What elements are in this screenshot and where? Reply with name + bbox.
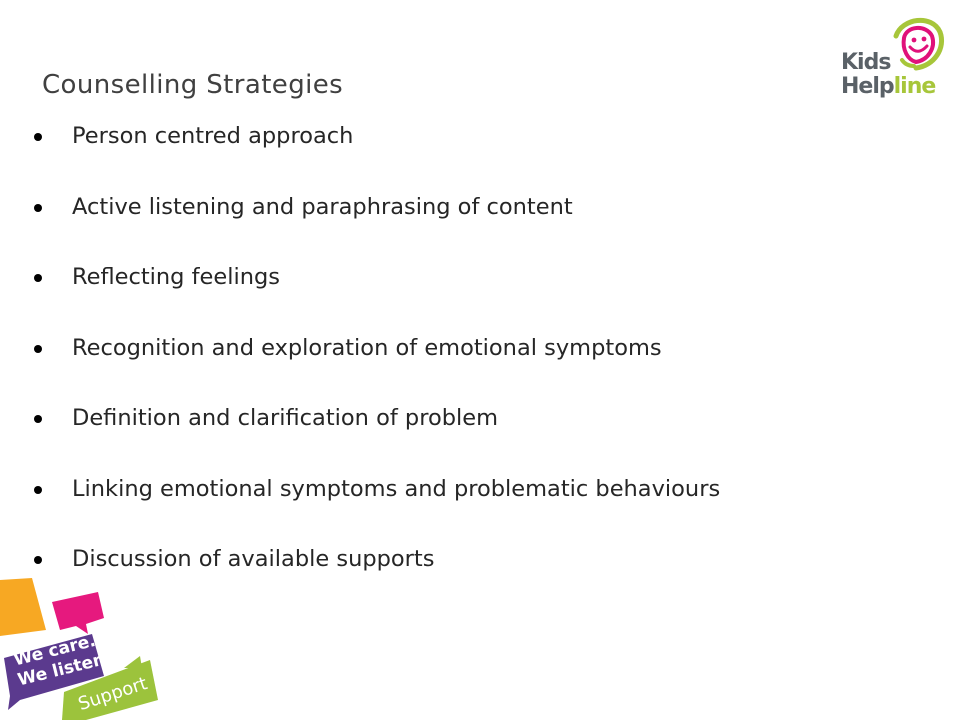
logo-kids-text: Kids (841, 50, 891, 75)
slide-title: Counselling Strategies (42, 70, 344, 100)
bullet-text: Definition and clarification of problem (72, 405, 499, 431)
bullet-text: Active listening and paraphrasing of con… (72, 193, 573, 220)
bullet-dot-icon (34, 556, 42, 564)
speech-bubbles-icon (0, 578, 158, 720)
bullet-dot-icon (34, 203, 42, 212)
bullet-dot-icon (34, 344, 42, 353)
bullet-item: Discussion of available supports (34, 541, 720, 612)
bullet-text: Discussion of available supports (72, 546, 435, 572)
bullet-list: Person centred approach Active listening… (34, 118, 720, 612)
bullet-item: Active listening and paraphrasing of con… (34, 189, 720, 260)
bullet-dot-icon (34, 485, 42, 494)
bullet-item: Recognition and exploration of emotional… (34, 330, 720, 401)
bullet-item: Reflecting feelings (34, 259, 720, 330)
bullet-item: Definition and clarification of problem (34, 400, 720, 471)
bullet-text: Reflecting feelings (72, 264, 280, 290)
logo-help-text: Help (841, 74, 895, 99)
bullet-item: Linking emotional symptoms and problemat… (34, 471, 720, 542)
bullet-dot-icon (34, 274, 42, 282)
bullet-text: Person centred approach (72, 123, 354, 149)
bullet-dot-icon (34, 133, 42, 141)
bullet-text: Recognition and exploration of emotional… (72, 334, 662, 361)
we-care-badge-graphic: We care. We listen. Support (0, 572, 190, 720)
smiley-face-icon (893, 17, 944, 71)
logo-line-text: line (893, 74, 937, 99)
kids-helpline-logo: Kids Helpline (836, 16, 946, 104)
bullet-text: Linking emotional symptoms and problemat… (72, 475, 721, 502)
bullet-item: Person centred approach (34, 118, 720, 189)
logo-helpline-text: Helpline (841, 74, 937, 99)
bullet-dot-icon (34, 415, 42, 423)
